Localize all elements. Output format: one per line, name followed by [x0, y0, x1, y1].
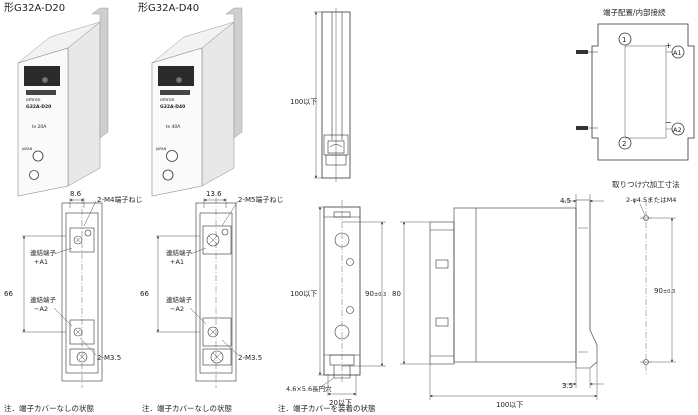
schematic-terminal-1: 1: [622, 36, 626, 44]
front-view-with-cover: [318, 200, 386, 396]
dim-hole-tol: ±0.3: [374, 292, 386, 298]
dim-d20-pitch: 8.6: [70, 190, 82, 198]
callout-d20-bottom-screw: 2-M3.5: [97, 354, 121, 362]
screw-icon: [162, 169, 174, 181]
photo-brand-d20: omron: [26, 97, 41, 103]
title-terminal-layout: 端子配置/内部接続: [603, 7, 666, 17]
dim-depth: 100以下: [496, 401, 523, 409]
dim-front-height: 100以下: [290, 290, 317, 298]
dim-flange: 4.5: [560, 197, 571, 205]
callout-d20-top-screw: 2-M4端子ねじ: [97, 195, 142, 204]
label-link-terminal-d40: 連結端子: [166, 248, 193, 257]
mount-hole-pattern: [639, 200, 676, 375]
screw-icon: [41, 76, 49, 84]
label-a1-d40: +A1: [170, 258, 184, 266]
product-photo-d40: omron G32A-D40 Ie 40A JAPAN: [151, 7, 243, 197]
label-link-terminal-2-d20: 連結端子: [30, 295, 57, 304]
callout-mount-holes: 2-φ4.5またはM4: [626, 196, 676, 204]
label-link-terminal-d20: 連結端子: [30, 248, 57, 257]
note-no-cover-d40: 注．端子カバーなしの状態: [142, 403, 232, 413]
label-a1-d20: +A1: [34, 258, 48, 266]
dim-mount-pitch: 90: [654, 287, 663, 295]
title-g32a-d20: 形G32A-D20: [4, 2, 65, 14]
dim-d40-pitch: 13.6: [206, 190, 222, 198]
label-a2-d20: −A2: [34, 305, 48, 313]
callout-d40-bottom-screw: 2-M3.5: [238, 354, 262, 362]
photo-japan-d20: JAPAN: [21, 147, 33, 151]
label-a2-d40: −A2: [170, 305, 184, 313]
side-view-outline: [314, 8, 351, 182]
screw-icon: [175, 76, 183, 84]
side-profile: [400, 194, 604, 400]
title-mount-hole: 取りつけ穴加工寸法: [612, 179, 680, 189]
dim-height-66-d40: 66: [140, 290, 149, 298]
screw-icon: [166, 150, 178, 162]
photo-model-d20: G32A-D20: [26, 104, 51, 110]
schematic-terminal-a2: A2: [673, 126, 682, 134]
schematic-terminal-2: 2: [622, 140, 626, 148]
callout-slot: 4.6×5.6長円穴: [286, 384, 332, 393]
dim-front-width: 20以下: [329, 399, 352, 407]
photo-japan-d40: JAPAN: [155, 147, 167, 151]
dim-side-height: 100以下: [290, 98, 317, 106]
dim-body-height: 80: [392, 290, 401, 298]
photo-model-d40: G32A-D40: [160, 104, 185, 110]
screw-icon: [29, 170, 39, 180]
dim-hole-pitch: 90: [365, 290, 374, 298]
dim-mount-tol: ±0.3: [663, 289, 675, 295]
note-cover-attached: 注．端子カバーを装着の状態: [278, 403, 376, 413]
label-link-terminal-2-d40: 連結端子: [166, 295, 193, 304]
schematic-terminal-a1: A1: [673, 49, 682, 57]
front-view-d20: [22, 198, 103, 388]
dim-foot: 3.5: [562, 382, 573, 390]
note-no-cover-d20: 注．端子カバーなしの状態: [4, 403, 94, 413]
photo-rating-d40: Ie 40A: [166, 124, 181, 130]
terminal-schematic: [576, 23, 695, 161]
screw-icon: [32, 150, 44, 162]
schematic-minus-sign: −: [665, 118, 672, 127]
photo-rating-d20: Ie 20A: [32, 124, 47, 130]
dim-height-66-d20: 66: [4, 290, 13, 298]
product-photo-d20: omron G32A-D20 Ie 20A JAPAN: [17, 7, 109, 197]
title-g32a-d40: 形G32A-D40: [138, 2, 199, 14]
front-view-d40: [156, 198, 239, 388]
callout-d40-top-screw: 2-M5端子ねじ: [238, 195, 283, 204]
schematic-plus-sign: +: [665, 41, 672, 50]
photo-brand-d40: omron: [160, 97, 175, 103]
